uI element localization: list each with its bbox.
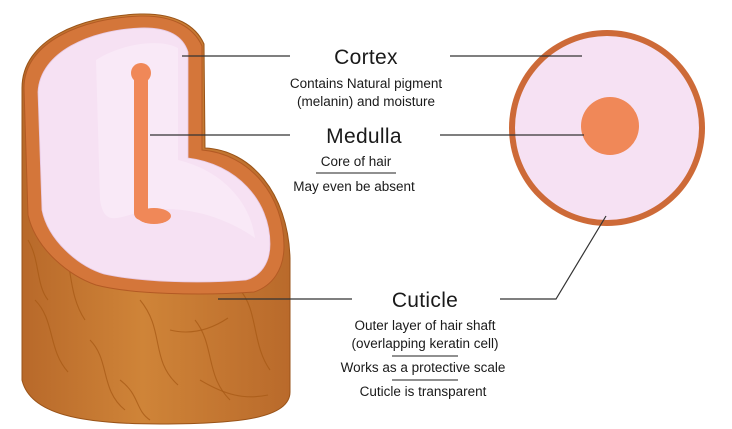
cortex-inner-shade — [96, 43, 255, 238]
medulla-label-group: Medulla Core of hair May even be absent — [293, 125, 415, 194]
cuticle-desc-line-4: Cuticle is transparent — [360, 384, 487, 399]
cuticle-title: Cuticle — [392, 289, 458, 312]
cuticle-label-group: Cuticle Outer layer of hair shaft (overl… — [341, 289, 506, 399]
cross-section-medulla — [581, 97, 639, 155]
cortex-label-group: Cortex Contains Natural pigment (melanin… — [290, 46, 443, 109]
cuticle-leader-right — [500, 216, 606, 299]
cortex-title: Cortex — [334, 46, 398, 69]
medulla-desc-line-1: Core of hair — [321, 154, 392, 169]
hair-shaft — [22, 14, 290, 424]
cuticle-desc-line-3: Works as a protective scale — [341, 360, 506, 375]
cortex-desc-line-1: Contains Natural pigment — [290, 76, 443, 91]
cuticle-desc-line-2: (overlapping keratin cell) — [351, 336, 498, 351]
medulla-desc-line-2: May even be absent — [293, 179, 415, 194]
medulla-title: Medulla — [326, 125, 402, 148]
cortex-desc-line-2: (melanin) and moisture — [297, 94, 435, 109]
hair-cross-section — [509, 30, 705, 226]
cuticle-desc-line-1: Outer layer of hair shaft — [354, 318, 495, 333]
